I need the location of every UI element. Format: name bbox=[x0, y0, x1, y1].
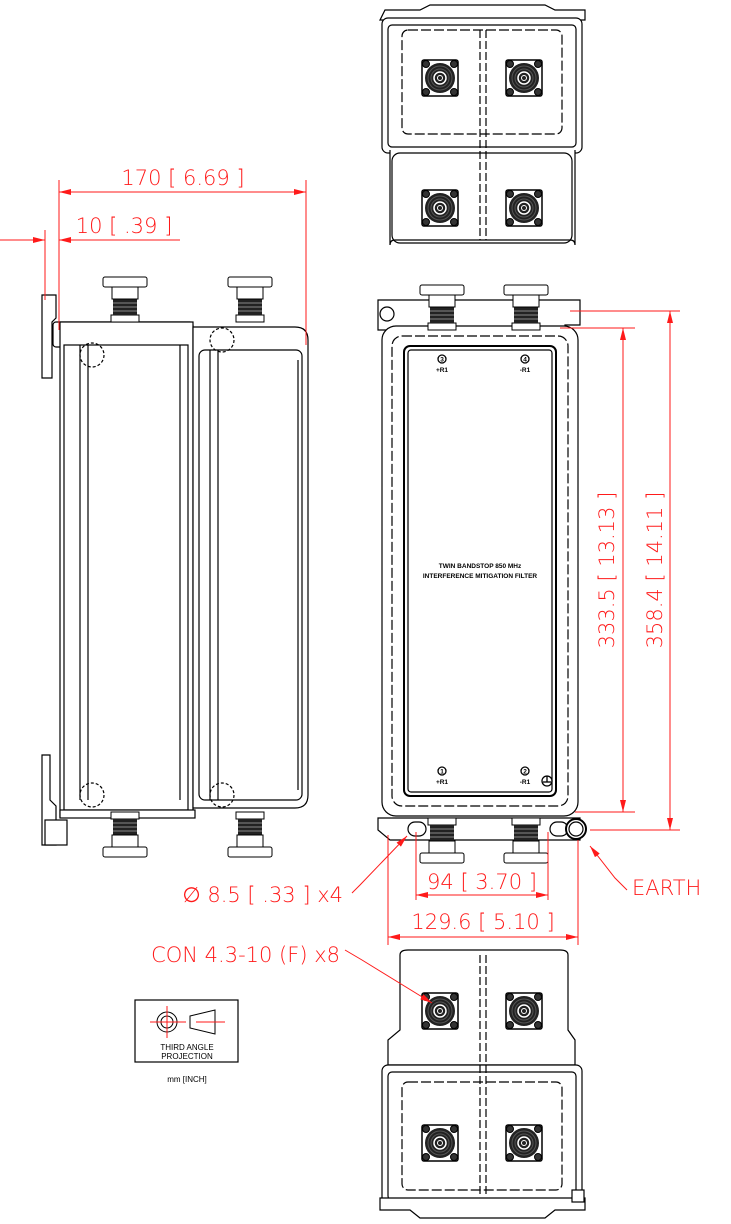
callout-connectors: CON 4.3-10 (F) x8 bbox=[151, 943, 340, 967]
front-view bbox=[377, 299, 587, 841]
side-view bbox=[41, 294, 309, 846]
connector-face-icon bbox=[421, 59, 459, 97]
svg-text:PROJECTION: PROJECTION bbox=[161, 1052, 213, 1061]
dim-hole-spacing: 94 [ 3.70 ] bbox=[427, 870, 537, 894]
svg-text:THIRD ANGLE: THIRD ANGLE bbox=[160, 1043, 213, 1052]
connector-face-icon bbox=[505, 189, 543, 227]
dim-width-overall: 129.6 [ 5.10 ] bbox=[411, 910, 554, 934]
port-label-2: 2 -R1 bbox=[520, 766, 531, 786]
svg-text:+R1: +R1 bbox=[436, 367, 448, 374]
port-label-1: 1 +R1 bbox=[436, 766, 448, 786]
callout-mounting-holes: ∅ 8.5 [ .33 ] x4 bbox=[182, 883, 343, 907]
port-label-4: 4 -R1 bbox=[520, 354, 531, 374]
dimension-lines bbox=[0, 180, 680, 1004]
connector-face-icon bbox=[505, 992, 543, 1030]
ground-symbol-icon bbox=[541, 775, 553, 787]
product-label-line1: TWIN BANDSTOP 850 MHz bbox=[439, 563, 522, 570]
callout-earth: EARTH bbox=[632, 876, 701, 900]
svg-text:2: 2 bbox=[523, 769, 527, 776]
svg-text:+R1: +R1 bbox=[436, 779, 448, 786]
top-view bbox=[379, 4, 586, 246]
svg-text:-R1: -R1 bbox=[520, 779, 531, 786]
connector-face-icon bbox=[421, 189, 459, 227]
dim-depth-overall: 170 [ 6.69 ] bbox=[121, 166, 244, 190]
product-label-line2: INTERFERENCE MITIGATION FILTER bbox=[423, 573, 538, 580]
units-label: mm [INCH] bbox=[167, 1075, 207, 1084]
svg-text:4: 4 bbox=[523, 357, 527, 364]
connector-face-icon bbox=[505, 59, 543, 97]
svg-text:1: 1 bbox=[440, 769, 444, 776]
connector-face-icon bbox=[421, 992, 459, 1030]
bottom-view bbox=[379, 949, 586, 1219]
connector-face-icon bbox=[505, 1124, 543, 1162]
connector-face-icon bbox=[421, 1124, 459, 1162]
dim-bracket-offset: 10 [ .39 ] bbox=[76, 214, 173, 238]
dim-height-body: 333.5 [ 13.13 ] bbox=[595, 492, 619, 649]
third-angle-projection-symbol: THIRD ANGLE PROJECTION bbox=[134, 999, 239, 1063]
dim-height-overall: 358.4 [ 14.11 ] bbox=[643, 492, 667, 649]
svg-text:3: 3 bbox=[440, 357, 444, 364]
port-label-3: 3 +R1 bbox=[436, 354, 448, 374]
svg-text:-R1: -R1 bbox=[520, 367, 531, 374]
